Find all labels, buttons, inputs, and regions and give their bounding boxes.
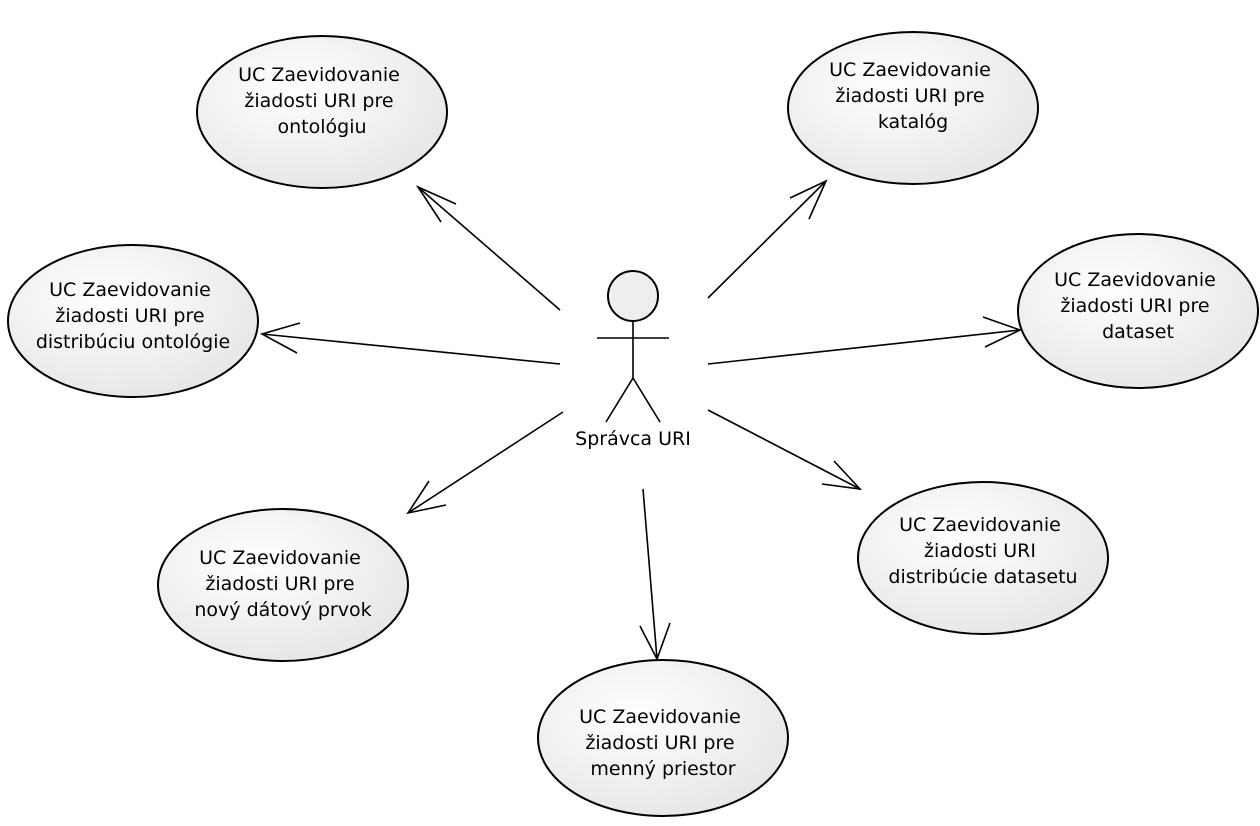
use-case-distribucia-ontologie-line-2: žiadosti URI pre bbox=[55, 305, 204, 327]
svg-text:UC Zaevidovanie žiadosti: UC Zaevidovanie žiadosti URI pre distrib… bbox=[36, 279, 230, 353]
actor-label: Správca URI bbox=[575, 428, 691, 450]
use-case-datovy-prvok-line-1: UC Zaevidovanie bbox=[199, 547, 361, 569]
use-case-datovy-prvok[interactable]: UC Zaevidovanie žiadosti URI pre nový dá… bbox=[157, 508, 409, 662]
use-case-dataset-line-2: žiadosti URI pre bbox=[1060, 295, 1209, 317]
stick-figure-actor-icon bbox=[597, 270, 669, 423]
use-case-menny-priestor-line-3: menný priestor bbox=[590, 758, 735, 780]
use-case-dataset[interactable]: UC Zaevidovanie žiadosti URI pre dataset bbox=[1017, 233, 1259, 389]
use-case-katalog-line-3: katalóg bbox=[878, 111, 948, 133]
use-case-menny-priestor-line-2: žiadosti URI pre bbox=[585, 732, 734, 754]
use-case-distribucia-ontologie[interactable]: UC Zaevidovanie žiadosti URI pre distrib… bbox=[7, 244, 259, 398]
use-case-ontologia-line-2: žiadosti URI pre bbox=[244, 90, 393, 112]
actor-sprava-uri[interactable]: Správca URI bbox=[575, 270, 691, 450]
svg-text:UC Zaevidovanie žiadosti: UC Zaevidovanie žiadosti URI pre menný p… bbox=[579, 706, 747, 780]
svg-text:UC Zaevidovanie žiadosti: UC Zaevidovanie žiadosti URI pre ontológ… bbox=[238, 64, 406, 138]
use-case-menny-priestor[interactable]: UC Zaevidovanie žiadosti URI pre menný p… bbox=[537, 659, 789, 817]
use-case-datovy-prvok-line-2: žiadosti URI pre bbox=[205, 573, 354, 595]
use-case-ontologia-line-1: UC Zaevidovanie bbox=[238, 64, 400, 86]
association-distribucia-ontologie[interactable] bbox=[259, 322, 561, 365]
use-case-ontologia-line-3: ontológiu bbox=[277, 116, 366, 138]
use-case-katalog[interactable]: UC Zaevidovanie žiadosti URI pre katalóg bbox=[787, 31, 1039, 185]
association-datovy-prvok[interactable] bbox=[406, 411, 564, 515]
association-katalog[interactable] bbox=[707, 179, 828, 299]
use-case-ontologia[interactable]: UC Zaevidovanie žiadosti URI pre ontológ… bbox=[196, 35, 448, 189]
use-case-dataset-line-1: UC Zaevidovanie bbox=[1054, 269, 1216, 291]
svg-text:UC Zaevidovanie žiadosti: UC Zaevidovanie žiadosti URI pre nový dá… bbox=[194, 547, 371, 621]
use-case-datovy-prvok-line-3: nový dátový prvok bbox=[194, 599, 371, 621]
association-distribucie-datasetu[interactable] bbox=[707, 409, 863, 491]
use-case-distribucie-datasetu-line-3: distribúcie datasetu bbox=[888, 566, 1077, 588]
association-dataset[interactable] bbox=[707, 316, 1023, 365]
use-case-distribucia-ontologie-line-1: UC Zaevidovanie bbox=[49, 279, 211, 301]
svg-text:UC Zaevidovanie žiadosti: UC Zaevidovanie žiadosti URI pre katalóg bbox=[829, 59, 997, 133]
svg-text:UC Zaevidovanie žiadosti: UC Zaevidovanie žiadosti URI pre dataset bbox=[1054, 269, 1222, 343]
svg-text:UC Zaevidovanie žiadosti: UC Zaevidovanie žiadosti URI distribúcie… bbox=[888, 514, 1077, 588]
use-case-distribucia-ontologie-line-3: distribúciu ontológie bbox=[36, 331, 230, 353]
use-case-katalog-line-1: UC Zaevidovanie bbox=[829, 59, 991, 81]
use-case-katalog-line-2: žiadosti URI pre bbox=[835, 85, 984, 107]
use-case-dataset-line-3: dataset bbox=[1102, 321, 1174, 343]
use-case-distribucie-datasetu-line-2: žiadosti URI bbox=[924, 540, 1036, 562]
use-case-menny-priestor-line-1: UC Zaevidovanie bbox=[579, 706, 741, 728]
association-ontologia[interactable] bbox=[415, 185, 561, 311]
use-case-distribucie-datasetu[interactable]: UC Zaevidovanie žiadosti URI distribúcie… bbox=[857, 481, 1109, 635]
use-case-distribucie-datasetu-line-1: UC Zaevidovanie bbox=[899, 514, 1061, 536]
association-menny-priestor[interactable] bbox=[639, 488, 671, 661]
